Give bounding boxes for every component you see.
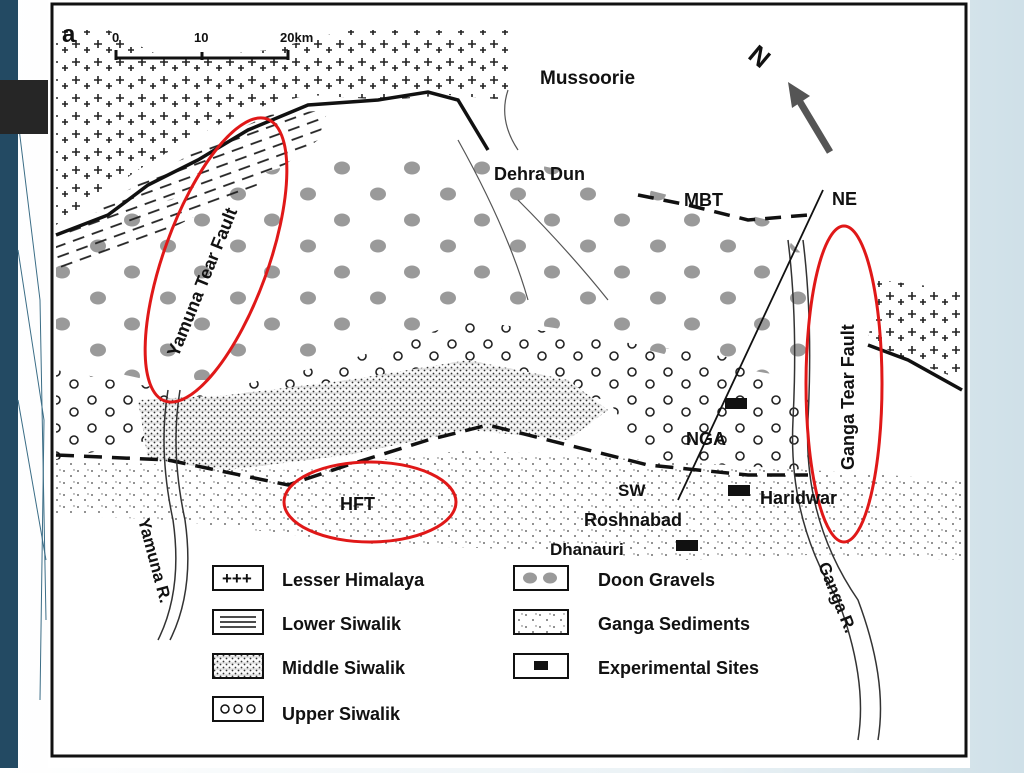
site-marker-dhanauri xyxy=(676,540,698,551)
zone-lesser-himalaya-east xyxy=(868,280,962,380)
scale-bar: 0 10 20km xyxy=(112,30,313,60)
legend-label-doon-gravels: Doon Gravels xyxy=(598,570,715,590)
mbt-fault-line xyxy=(637,193,809,222)
legend-label-experimental-sites: Experimental Sites xyxy=(598,658,759,678)
geologic-map: a 0 10 20km N Mussoorie Dehra Dun MBT NE… xyxy=(50,2,968,758)
legend-label-middle-siwalik: Middle Siwalik xyxy=(282,658,406,678)
label-sw: SW xyxy=(618,481,646,500)
zone-lesser-himalaya xyxy=(56,30,508,225)
slide-dark-band xyxy=(0,80,48,134)
tributary-1 xyxy=(457,139,529,301)
label-mbt: MBT xyxy=(684,190,723,210)
ganga-river xyxy=(787,239,862,741)
panel-label: a xyxy=(62,21,76,48)
highlight-ganga-tear-fault xyxy=(804,224,884,544)
geologic-map-figure: a 0 10 20km N Mussoorie Dehra Dun MBT NE… xyxy=(48,0,970,768)
scale-tick-0: 0 xyxy=(112,30,119,45)
label-haridwar: Haridwar xyxy=(760,488,837,508)
label-mussoorie: Mussoorie xyxy=(540,68,635,89)
legend-label-upper-siwalik: Upper Siwalik xyxy=(282,704,401,724)
legend-label-ganga-sediments: Ganga Sediments xyxy=(598,614,750,634)
legend-label-lower-siwalik: Lower Siwalik xyxy=(282,614,402,634)
tributary-3 xyxy=(504,89,519,151)
tributary-2 xyxy=(517,199,609,301)
label-roshnabad: Roshnabad xyxy=(584,510,682,530)
highlight-hft xyxy=(282,460,458,544)
legend-swatch-doon-gravels xyxy=(513,565,569,591)
site-marker-roshnabad xyxy=(728,485,750,496)
label-ne: NE xyxy=(832,189,857,209)
label-dehra-dun: Dehra Dun xyxy=(494,164,585,184)
legend-swatch-lesser-himalaya xyxy=(212,565,264,591)
legend-label-lesser-himalaya: Lesser Himalaya xyxy=(282,570,425,590)
zone-upper-siwalik xyxy=(56,320,808,470)
label-hft: HFT xyxy=(340,494,375,514)
legend-swatch-middle-siwalik xyxy=(212,653,264,679)
highlight-yamuna-tear-fault xyxy=(143,116,289,404)
zone-lower-siwalik xyxy=(56,110,328,270)
slide-decor-lines xyxy=(17,119,47,701)
zone-ganga-sediments xyxy=(56,450,962,560)
yamuna-river-bank xyxy=(169,389,189,641)
profile-line xyxy=(677,189,824,501)
legend: +++ Lesser Himalaya Lower Siwalik Middle… xyxy=(212,565,759,724)
legend-plus-glyphs: +++ xyxy=(222,569,252,588)
zone-middle-siwalik xyxy=(138,360,608,470)
slide-accent-bar xyxy=(0,0,18,768)
thrust-line-north xyxy=(55,90,490,237)
legend-swatch-ganga-sediments xyxy=(513,609,569,635)
zone-doon-gravels xyxy=(56,150,808,380)
site-marker-nga xyxy=(725,398,747,409)
hft-fault-line xyxy=(55,423,808,487)
yamuna-river xyxy=(157,389,177,641)
label-dhanauri: Dhanauri xyxy=(550,540,624,559)
label-nga: NGA xyxy=(686,429,726,449)
label-ganga-tear-fault: Ganga Tear Fault xyxy=(838,324,858,470)
scale-tick-10: 10 xyxy=(194,30,208,45)
scale-tick-20km: 20km xyxy=(280,30,313,45)
legend-swatch-upper-siwalik xyxy=(212,696,264,722)
